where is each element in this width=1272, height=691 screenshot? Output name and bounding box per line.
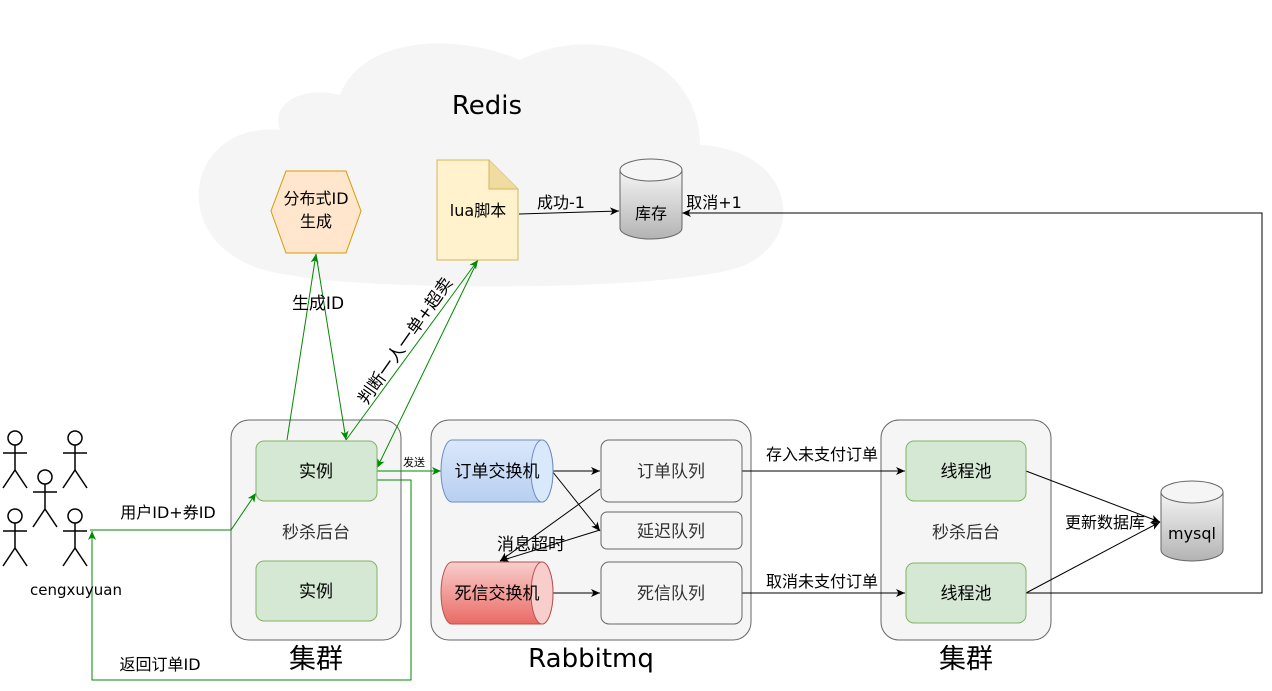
distributed-id-line1: 分布式ID xyxy=(283,189,348,208)
users-icon xyxy=(2,430,88,567)
lua-script-label: lua脚本 xyxy=(450,201,506,220)
rabbitmq-title: Rabbitmq xyxy=(528,644,654,674)
mysql-label: mysql xyxy=(1168,524,1216,543)
edge-users-to-instance xyxy=(90,492,257,531)
distributed-id-hexagon[interactable] xyxy=(270,170,362,254)
label-success-minus-one: 成功-1 xyxy=(537,193,585,212)
order-queue[interactable] xyxy=(600,439,743,503)
label-store-unpaid-order: 存入未支付订单 xyxy=(766,445,878,464)
edge-instance-to-hex xyxy=(286,253,319,441)
label-cancel-unpaid-order: 取消未支付订单 xyxy=(766,572,878,591)
label-send: 发送 xyxy=(403,455,425,469)
instance-1[interactable] xyxy=(255,440,378,502)
thread-pool-1-label: 线程池 xyxy=(941,462,992,482)
dead-letter-exchange[interactable] xyxy=(440,561,554,625)
instance-2[interactable] xyxy=(255,560,378,622)
label-judge-one-per-user: 判断一人一单+超卖 xyxy=(355,274,458,409)
mysql-cylinder[interactable] xyxy=(1160,480,1224,562)
edge-instance-return xyxy=(88,479,412,681)
instance-2-label: 实例 xyxy=(299,582,333,602)
edge-lua-to-instance xyxy=(376,259,479,469)
edge-pool2-to-mysql xyxy=(1025,521,1161,594)
order-exchange[interactable] xyxy=(440,439,554,503)
thread-pool-1[interactable] xyxy=(905,440,1027,502)
edge-instance-to-lua xyxy=(345,259,479,441)
edge-delay-queue-to-dead-exchange xyxy=(499,529,601,563)
label-message-timeout: 消息超时 xyxy=(497,535,565,555)
dead-letter-queue-label: 死信队列 xyxy=(637,584,705,604)
instance-1-label: 实例 xyxy=(299,462,333,482)
inventory-label: 库存 xyxy=(635,204,667,223)
order-exchange-label: 订单交换机 xyxy=(455,462,540,482)
label-generate-id: 生成ID xyxy=(292,294,344,314)
delay-queue-label: 延迟队列 xyxy=(637,522,705,542)
edge-exchange-to-delay-queue xyxy=(551,470,601,532)
right-cluster-title: 集群 xyxy=(939,644,993,675)
thread-pool-2-label: 线程池 xyxy=(941,584,992,604)
delay-queue[interactable] xyxy=(600,511,743,550)
edge-order-queue-to-dead-exchange xyxy=(499,488,601,562)
lua-script-note[interactable] xyxy=(436,159,519,261)
left-cluster-title: 集群 xyxy=(289,644,343,675)
right-backend-label: 秒杀后台 xyxy=(932,523,1000,543)
label-return-order-id: 返回订单ID xyxy=(119,655,200,674)
edge-pool1-to-mysql xyxy=(1025,470,1161,523)
order-queue-label: 订单队列 xyxy=(637,462,705,482)
inventory-cylinder[interactable] xyxy=(619,158,683,240)
left-backend-label: 秒杀后台 xyxy=(282,523,350,543)
thread-pool-2[interactable] xyxy=(905,562,1027,624)
redis-title: Redis xyxy=(452,91,522,121)
dead-letter-queue[interactable] xyxy=(600,561,743,625)
edge-mysql-to-inventory xyxy=(682,209,1263,594)
label-update-database: 更新数据库 xyxy=(1065,513,1145,532)
edge-hex-to-instance xyxy=(315,253,349,441)
edge-lua-to-inventory xyxy=(518,207,620,216)
users-label: cengxuyuan xyxy=(30,581,122,599)
label-cancel-plus-one: 取消+1 xyxy=(686,193,742,212)
distributed-id-line2: 生成 xyxy=(300,212,332,231)
label-user-id-coupon-id: 用户ID+券ID xyxy=(120,503,216,522)
dead-letter-exchange-label: 死信交换机 xyxy=(455,584,540,604)
